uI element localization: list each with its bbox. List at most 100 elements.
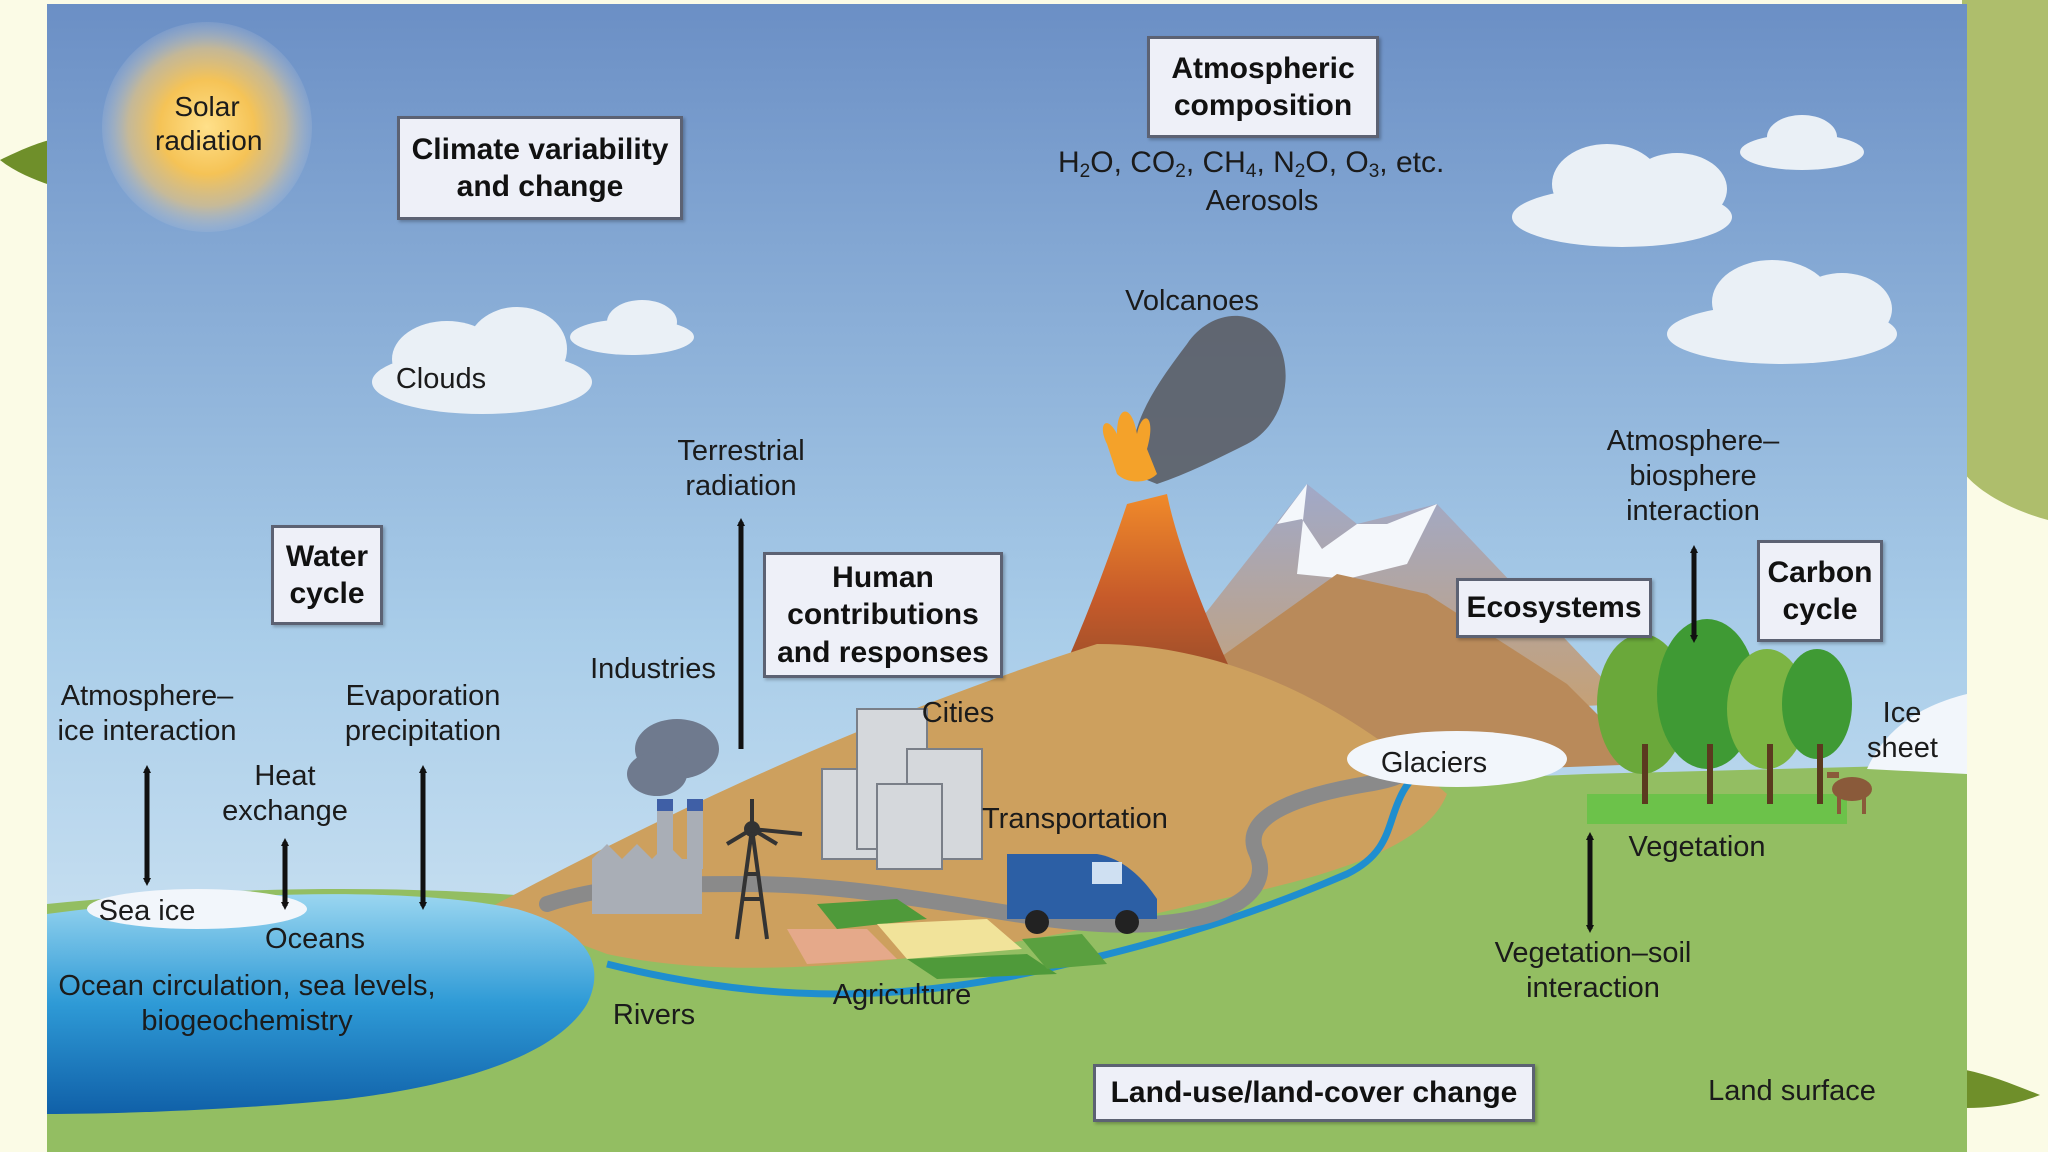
label-line: interaction bbox=[1526, 971, 1660, 1004]
smoke-plume bbox=[1131, 315, 1286, 484]
formula-part: CH bbox=[1202, 146, 1246, 179]
clouds-group bbox=[372, 115, 1897, 414]
rivers-label: Rivers bbox=[612, 999, 696, 1031]
cloud-icon bbox=[1512, 144, 1732, 247]
formula-part: , etc. bbox=[1379, 146, 1445, 179]
atmosphere-biosphere-label: Atmosphere– biosphere interaction bbox=[1593, 424, 1793, 528]
van-icon bbox=[1007, 854, 1157, 934]
oceans-label: Oceans bbox=[265, 923, 365, 955]
label-line: biosphere bbox=[1629, 459, 1757, 492]
vegetation-soil-label: Vegetation–soil interaction bbox=[1473, 936, 1713, 1006]
ecosystems-box: Ecosystems bbox=[1456, 578, 1652, 638]
city-buildings-icon bbox=[821, 708, 983, 870]
label-line: radiation bbox=[685, 469, 797, 502]
land-use-box: Land-use/land-cover change bbox=[1093, 1064, 1535, 1122]
land-surface-label: Land surface bbox=[1708, 1075, 1876, 1107]
box-line: cycle bbox=[289, 577, 365, 610]
right-green-blob bbox=[1962, 0, 2048, 520]
left-leaf-shape bbox=[0, 140, 50, 185]
deer-icon bbox=[1827, 772, 1872, 814]
volcanoes-label: Volcanoes bbox=[1125, 285, 1259, 317]
formula-part: N bbox=[1273, 146, 1295, 179]
label-line: precipitation bbox=[344, 714, 502, 747]
industries-label: Industries bbox=[590, 653, 716, 685]
solar-radiation-label: Solar radiation bbox=[155, 90, 263, 157]
label-line: Evaporation bbox=[345, 680, 501, 712]
carbon-cycle-box: Carbon cycle bbox=[1757, 540, 1883, 642]
formula-sub: 4 bbox=[1245, 161, 1257, 182]
glaciers-label: Glaciers bbox=[1380, 747, 1488, 779]
label-line: Ocean circulation, sea levels, bbox=[58, 970, 436, 1002]
formula-part: , bbox=[1256, 146, 1274, 179]
sea-ice-floe bbox=[87, 889, 307, 929]
formula-part: O bbox=[1345, 146, 1369, 179]
label-line: Atmosphere– bbox=[60, 680, 234, 712]
label-line: interaction bbox=[1626, 494, 1760, 527]
agriculture-label: Agriculture bbox=[832, 979, 972, 1011]
formula-sub: 2 bbox=[1175, 161, 1186, 182]
windmill-icon bbox=[725, 799, 803, 940]
cloud-icon bbox=[570, 300, 694, 355]
glacier bbox=[1347, 731, 1567, 787]
box-line: Atmospheric bbox=[1171, 51, 1355, 85]
aerosols-label: Aerosols bbox=[1205, 185, 1319, 217]
atmospheric-composition-box: Atmospheric composition bbox=[1147, 36, 1379, 138]
formula-sub: 2 bbox=[1294, 161, 1306, 182]
label-line: sheet bbox=[1867, 731, 1938, 764]
formula-sub: 3 bbox=[1368, 161, 1380, 182]
agriculture-fields bbox=[787, 899, 1107, 979]
river bbox=[606, 761, 1430, 998]
vegetation-label: Vegetation bbox=[1628, 831, 1766, 863]
box-line: Carbon bbox=[1767, 555, 1873, 589]
box-line: Ecosystems bbox=[1466, 591, 1642, 625]
formula-part: CO bbox=[1130, 146, 1176, 179]
factory-icon bbox=[592, 719, 719, 914]
solar-label-line: Solar bbox=[174, 91, 240, 122]
arrows bbox=[143, 518, 1698, 933]
ocean-circulation-label: Ocean circulation, sea levels, biogeoche… bbox=[47, 969, 447, 1039]
climate-variability-box: Climate variability and change bbox=[397, 116, 683, 220]
label-line: Atmosphere– bbox=[1606, 425, 1780, 457]
cities-label: Cities bbox=[921, 697, 995, 729]
sea-ice-label: Sea ice bbox=[98, 895, 196, 927]
evaporation-label: Evaporation precipitation bbox=[338, 679, 508, 749]
label-line: ice interaction bbox=[57, 714, 237, 747]
box-line: contributions bbox=[787, 598, 979, 632]
terrestrial-radiation-label: Terrestrial radiation bbox=[661, 434, 821, 504]
label-line: Terrestrial bbox=[677, 435, 805, 467]
box-line: and change bbox=[456, 170, 624, 203]
gases-formula: H2O, CO2, CH4, N2O, O3, etc. bbox=[1058, 146, 1444, 183]
lava-flow bbox=[1102, 411, 1157, 482]
mountain-snow bbox=[1277, 484, 1437, 579]
cloud-icon bbox=[1740, 115, 1864, 170]
human-contributions-box: Human contributions and responses bbox=[763, 552, 1003, 678]
water-cycle-box: Water cycle bbox=[271, 525, 383, 625]
heat-exchange-label: Heat exchange bbox=[215, 759, 355, 829]
box-line: cycle bbox=[1782, 593, 1858, 626]
ocean bbox=[47, 894, 595, 1114]
trees-icon bbox=[1587, 619, 1852, 824]
sun-icon bbox=[102, 22, 312, 232]
box-line: Water bbox=[285, 539, 369, 573]
box-line: composition bbox=[1173, 89, 1353, 122]
clouds-label: Clouds bbox=[395, 363, 487, 395]
formula-part: O, bbox=[1305, 146, 1346, 179]
climate-system-diagram: Solar radiation Climate variability and … bbox=[47, 4, 1967, 1152]
label-line: Ice bbox=[1882, 697, 1922, 729]
formula-part: H bbox=[1058, 146, 1080, 179]
solar-label-line: radiation bbox=[155, 124, 263, 156]
ice-sheet bbox=[1867, 694, 1967, 774]
ice-sheet-label: Ice sheet bbox=[1867, 696, 1938, 766]
cloud-icon bbox=[372, 307, 592, 414]
formula-part: O, bbox=[1090, 146, 1131, 179]
label-line: biogeochemistry bbox=[141, 1004, 353, 1037]
formula-part: , bbox=[1185, 146, 1203, 179]
box-line: Land-use/land-cover change bbox=[1110, 1076, 1518, 1110]
transportation-label: Transportation bbox=[982, 803, 1168, 835]
formula-sub: 2 bbox=[1079, 161, 1091, 182]
box-line: and responses bbox=[777, 635, 989, 669]
label-line: Heat bbox=[254, 760, 316, 792]
atmosphere-ice-label: Atmosphere– ice interaction bbox=[47, 679, 247, 749]
cloud-icon bbox=[1667, 260, 1897, 364]
